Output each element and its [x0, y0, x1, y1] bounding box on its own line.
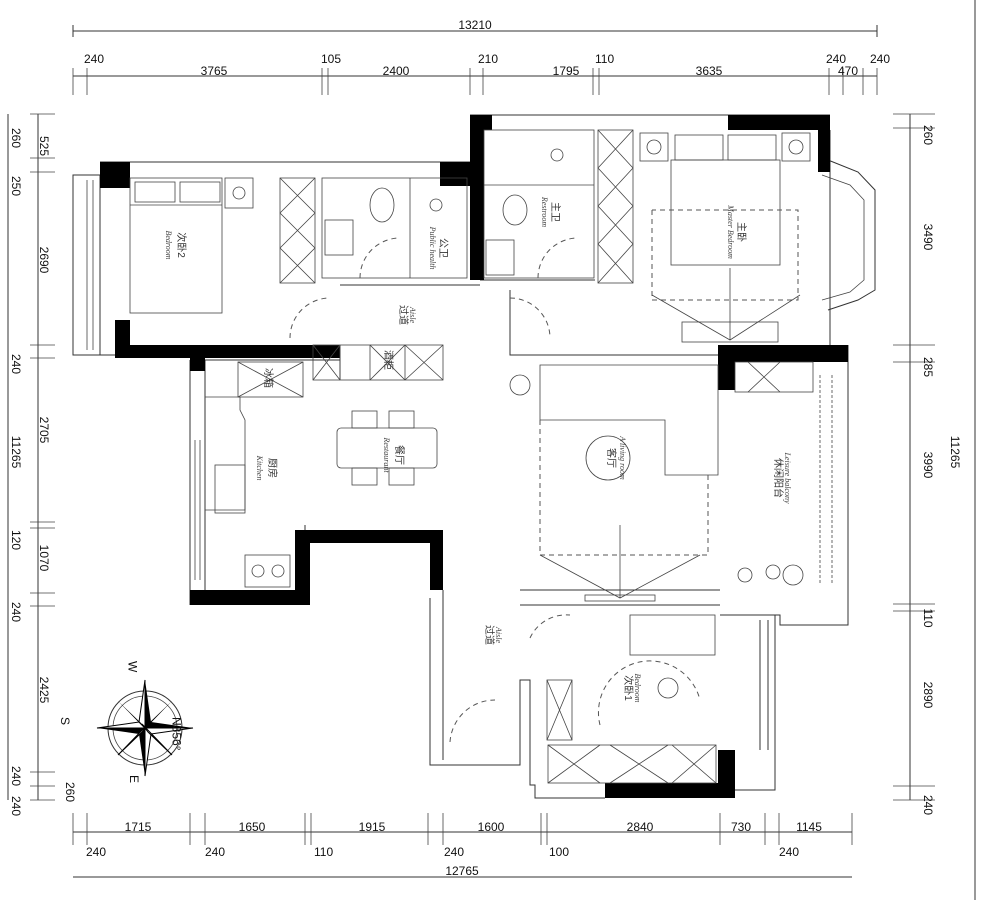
dim-bottom-span: 1915 [359, 820, 386, 834]
room-label-bedroom2-en: Bedroom [164, 230, 173, 259]
room-label-master-bath-en: Restroom [540, 196, 549, 228]
dim-right: 3990 [921, 452, 935, 479]
left-dimensions: 260 250 240 120 240 240 240 11265 525 26… [7, 113, 77, 816]
dim-left-outer: 240 [9, 602, 23, 622]
room-label-fridge: 冰箱 [262, 368, 275, 388]
dim-top-wall: 210 [478, 52, 498, 66]
room-label-bedroom1-en: Bedroom [633, 673, 642, 702]
dim-left-outer: 240 [9, 354, 23, 374]
dim-left-outer: 120 [9, 530, 23, 550]
room-label-master-bath: 主卫 [549, 202, 561, 222]
dim-bottom-wall: 240 [779, 845, 799, 859]
room-label-dining: 餐厅 [393, 445, 406, 465]
room-label-public-bath-en: Public health [428, 226, 437, 270]
compass-star-icon [96, 679, 194, 777]
room-label-bedroom1: 次卧1 [622, 675, 635, 701]
dim-right: 240 [921, 795, 935, 815]
dim-bottom-span: 1715 [125, 820, 152, 834]
dim-bottom-span: 2840 [627, 820, 654, 834]
room-labels: 次卧2 Bedroom 公卫 Public health 主卫 Restroom… [164, 196, 792, 703]
furniture [129, 129, 833, 784]
dim-bottom-span: 1650 [239, 820, 266, 834]
room-label-dining-en: Restaurant [382, 436, 391, 473]
dim-top-span: 1795 [553, 64, 580, 78]
room-label-balcony-en: Leisure balcony [783, 451, 792, 503]
dim-bottom-span: 1600 [478, 820, 505, 834]
dim-top-wall: 105 [321, 52, 341, 66]
dim-top-wall: 240 [84, 52, 104, 66]
bottom-dimensions: 1715 1650 1915 1600 2840 730 1145 240 24… [72, 813, 853, 878]
dim-bottom-total: 12765 [445, 864, 479, 878]
room-label-kitchen: 厨房 [266, 458, 279, 478]
top-dimensions: 13210 240 105 210 110 240 240 3765 2400 … [72, 18, 890, 95]
compass-s: S [58, 717, 72, 725]
dim-left-inner: 260 [63, 782, 77, 802]
dim-top-wall: 240 [826, 52, 846, 66]
dim-top-wall: 110 [595, 52, 614, 66]
compass-e: E [127, 775, 141, 783]
room-label-bedroom2: 次卧2 [175, 232, 188, 258]
dim-left-outer: 250 [9, 176, 23, 196]
dim-left-inner: 2425 [37, 677, 51, 704]
dim-left-outer: 260 [9, 128, 23, 148]
room-label-kitchen-en: Kitchen [255, 455, 264, 481]
room-label-living: 客厅 [605, 448, 618, 468]
compass-bearing: N356° [169, 717, 183, 751]
dim-left-outer: 240 [9, 766, 23, 786]
dim-right: 285 [921, 357, 935, 377]
walls [72, 114, 876, 799]
room-label-living-en: A living room [618, 435, 627, 480]
room-label-aisle-en: Aisle [408, 306, 417, 323]
dim-right: 110 [921, 608, 935, 627]
dim-bottom-wall: 240 [444, 845, 464, 859]
solid-walls [100, 115, 848, 798]
compass-rose: W S E N356° [58, 661, 194, 783]
dim-top-span: 2400 [383, 64, 410, 78]
room-label-master-bedroom: 主卧 [735, 222, 748, 242]
dim-left-inner: 2705 [37, 417, 51, 444]
dim-left-inner: 1070 [37, 545, 51, 572]
dim-left-outer: 240 [9, 796, 23, 816]
dim-bottom-wall: 240 [86, 845, 106, 859]
room-label-aisle-bottom: 过道 [483, 625, 496, 645]
dim-left-inner: 525 [37, 136, 51, 156]
dim-top-wall: 240 [870, 52, 890, 66]
compass-w: W [125, 661, 139, 673]
dim-bottom-wall: 100 [549, 845, 569, 859]
dim-bottom-span: 1145 [796, 820, 822, 834]
dim-bottom-wall: 110 [314, 845, 333, 859]
room-label-aisle: 过道 [397, 305, 410, 325]
dim-left-inner: 2690 [37, 247, 51, 274]
right-dimensions: 260 3490 285 3990 110 2890 240 11265 [893, 113, 962, 815]
dim-top-total: 13210 [458, 18, 492, 32]
dim-right: 3490 [921, 224, 935, 251]
room-label-wine-cabinet: 酒柜 [382, 350, 395, 370]
dim-top-span: 3635 [696, 64, 723, 78]
dim-top-span: 470 [838, 64, 858, 78]
dim-right-total: 11265 [948, 436, 962, 469]
room-label-aisle-bottom-en: Aisle [494, 626, 503, 643]
dim-bottom-span: 730 [731, 820, 751, 834]
dim-right: 260 [921, 125, 935, 145]
room-label-public-bath: 公卫 [437, 238, 448, 258]
dim-top-span: 3765 [201, 64, 228, 78]
dim-bottom-wall: 240 [205, 845, 225, 859]
dim-right: 2890 [921, 682, 935, 709]
dim-left-total: 11265 [9, 436, 23, 469]
room-label-balcony: 休闲阳台 [772, 458, 785, 498]
room-label-master-bedroom-en: Master Bedroom [726, 204, 735, 259]
